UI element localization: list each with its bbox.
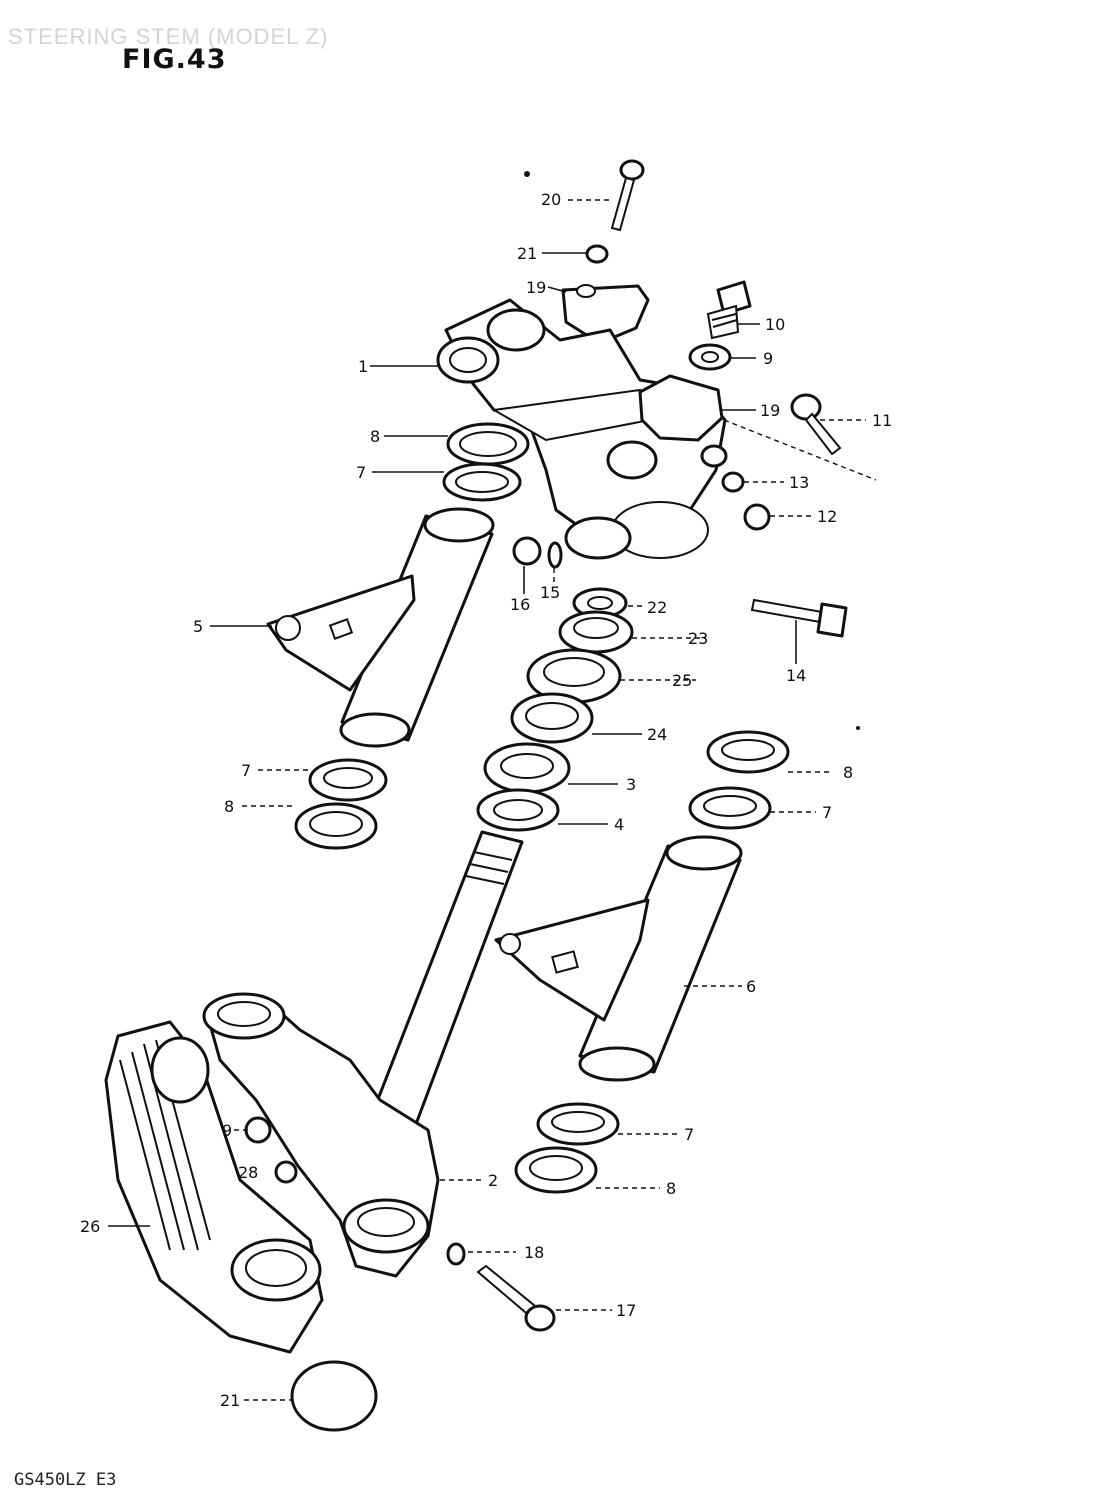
callout-labels: 20 21 19 10 9 1 19 11 8 7 13 12 16 15 22… [80,190,892,1410]
callout-20: 20 [541,190,561,209]
part-seal-8-left [294,802,378,850]
callout-1: 1 [358,357,368,376]
callout-10: 10 [765,315,785,334]
callout-19: 19 [526,278,546,297]
callout-8b: 8 [843,763,853,782]
part-seal-8-upper-left [446,422,530,466]
callout-17: 17 [616,1301,636,1320]
callout-8d: 8 [666,1179,676,1198]
figure-label: FIG.43 [122,44,227,75]
part-nut-25 [526,648,622,704]
part-lower-bracket-2 [202,992,440,1278]
part-spacer-7-upper-left [442,462,522,502]
part-fork-cover-5 [266,507,495,748]
part-bearing-3 [483,742,571,794]
callout-16: 16 [510,595,530,614]
callout-26: 26 [80,1217,100,1236]
callout-3: 3 [626,775,636,794]
part-bolt-20 [610,159,645,232]
callout-11: 11 [872,411,892,430]
callout-21b: 21 [220,1391,240,1410]
callout-7c: 7 [822,803,832,822]
callout-21: 21 [517,244,537,263]
callout-5: 5 [193,617,203,636]
part-clamp-19-upper [561,284,650,340]
callout-25: 25 [672,671,692,690]
part-cap-9-lower [244,1116,272,1144]
part-cap-21-lower [290,1360,378,1432]
callout-7b: 7 [241,761,251,780]
diagram-title: STEERING STEM (MODEL Z) [8,24,329,49]
callout-4: 4 [614,815,624,834]
callout-22: 22 [647,598,667,617]
callout-28: 28 [238,1163,258,1182]
callout-8: 8 [370,427,380,446]
part-cap-28 [274,1160,298,1184]
callout-23: 23 [688,629,708,648]
part-washer-9 [688,343,732,371]
part-clamp-19-lower [638,374,728,468]
leader-lines [108,199,877,1401]
part-spacer-7-left [308,758,388,802]
callout-18: 18 [524,1243,544,1262]
part-bolt-17 [476,1264,556,1332]
callout-9b: 9 [222,1121,232,1140]
model-code: GS450LZ E3 [14,1470,117,1490]
part-nut-22 [572,587,628,619]
speck-mark [524,171,530,177]
part-cap-12 [743,503,771,531]
part-steering-stem-shaft [364,830,524,1142]
part-bolt-14 [750,598,848,638]
part-nut-21 [585,244,609,264]
callout-7d: 7 [684,1125,694,1144]
part-bearing-4 [476,788,560,832]
part-washer-15 [547,541,563,569]
part-nut-18 [446,1242,466,1266]
callout-13: 13 [789,473,809,492]
part-spacer-7-lower [536,1102,620,1146]
part-bolt-10 [706,280,752,340]
callout-19b: 19 [760,401,780,420]
part-bolt-11 [790,393,842,456]
part-stem-cover-26 [104,1020,324,1354]
callout-12: 12 [817,507,837,526]
part-spacer-7-right [688,786,772,830]
part-seal-8-lower [514,1146,598,1194]
callout-14: 14 [786,666,806,685]
callout-9: 9 [763,349,773,368]
part-fork-cover-6 [494,835,743,1082]
speck-mark [856,726,860,730]
callout-15: 15 [540,583,560,602]
part-cap-16 [512,536,542,566]
part-dust-seal-24 [510,692,594,744]
callout-7: 7 [356,463,366,482]
part-nut-13 [721,471,745,493]
callout-24: 24 [647,725,667,744]
part-lock-washer-23 [558,610,634,654]
part-upper-bracket-1 [436,298,727,560]
part-seal-8-right [706,730,790,774]
callout-6: 6 [746,977,756,996]
callout-2: 2 [488,1171,498,1190]
callout-8c: 8 [224,797,234,816]
